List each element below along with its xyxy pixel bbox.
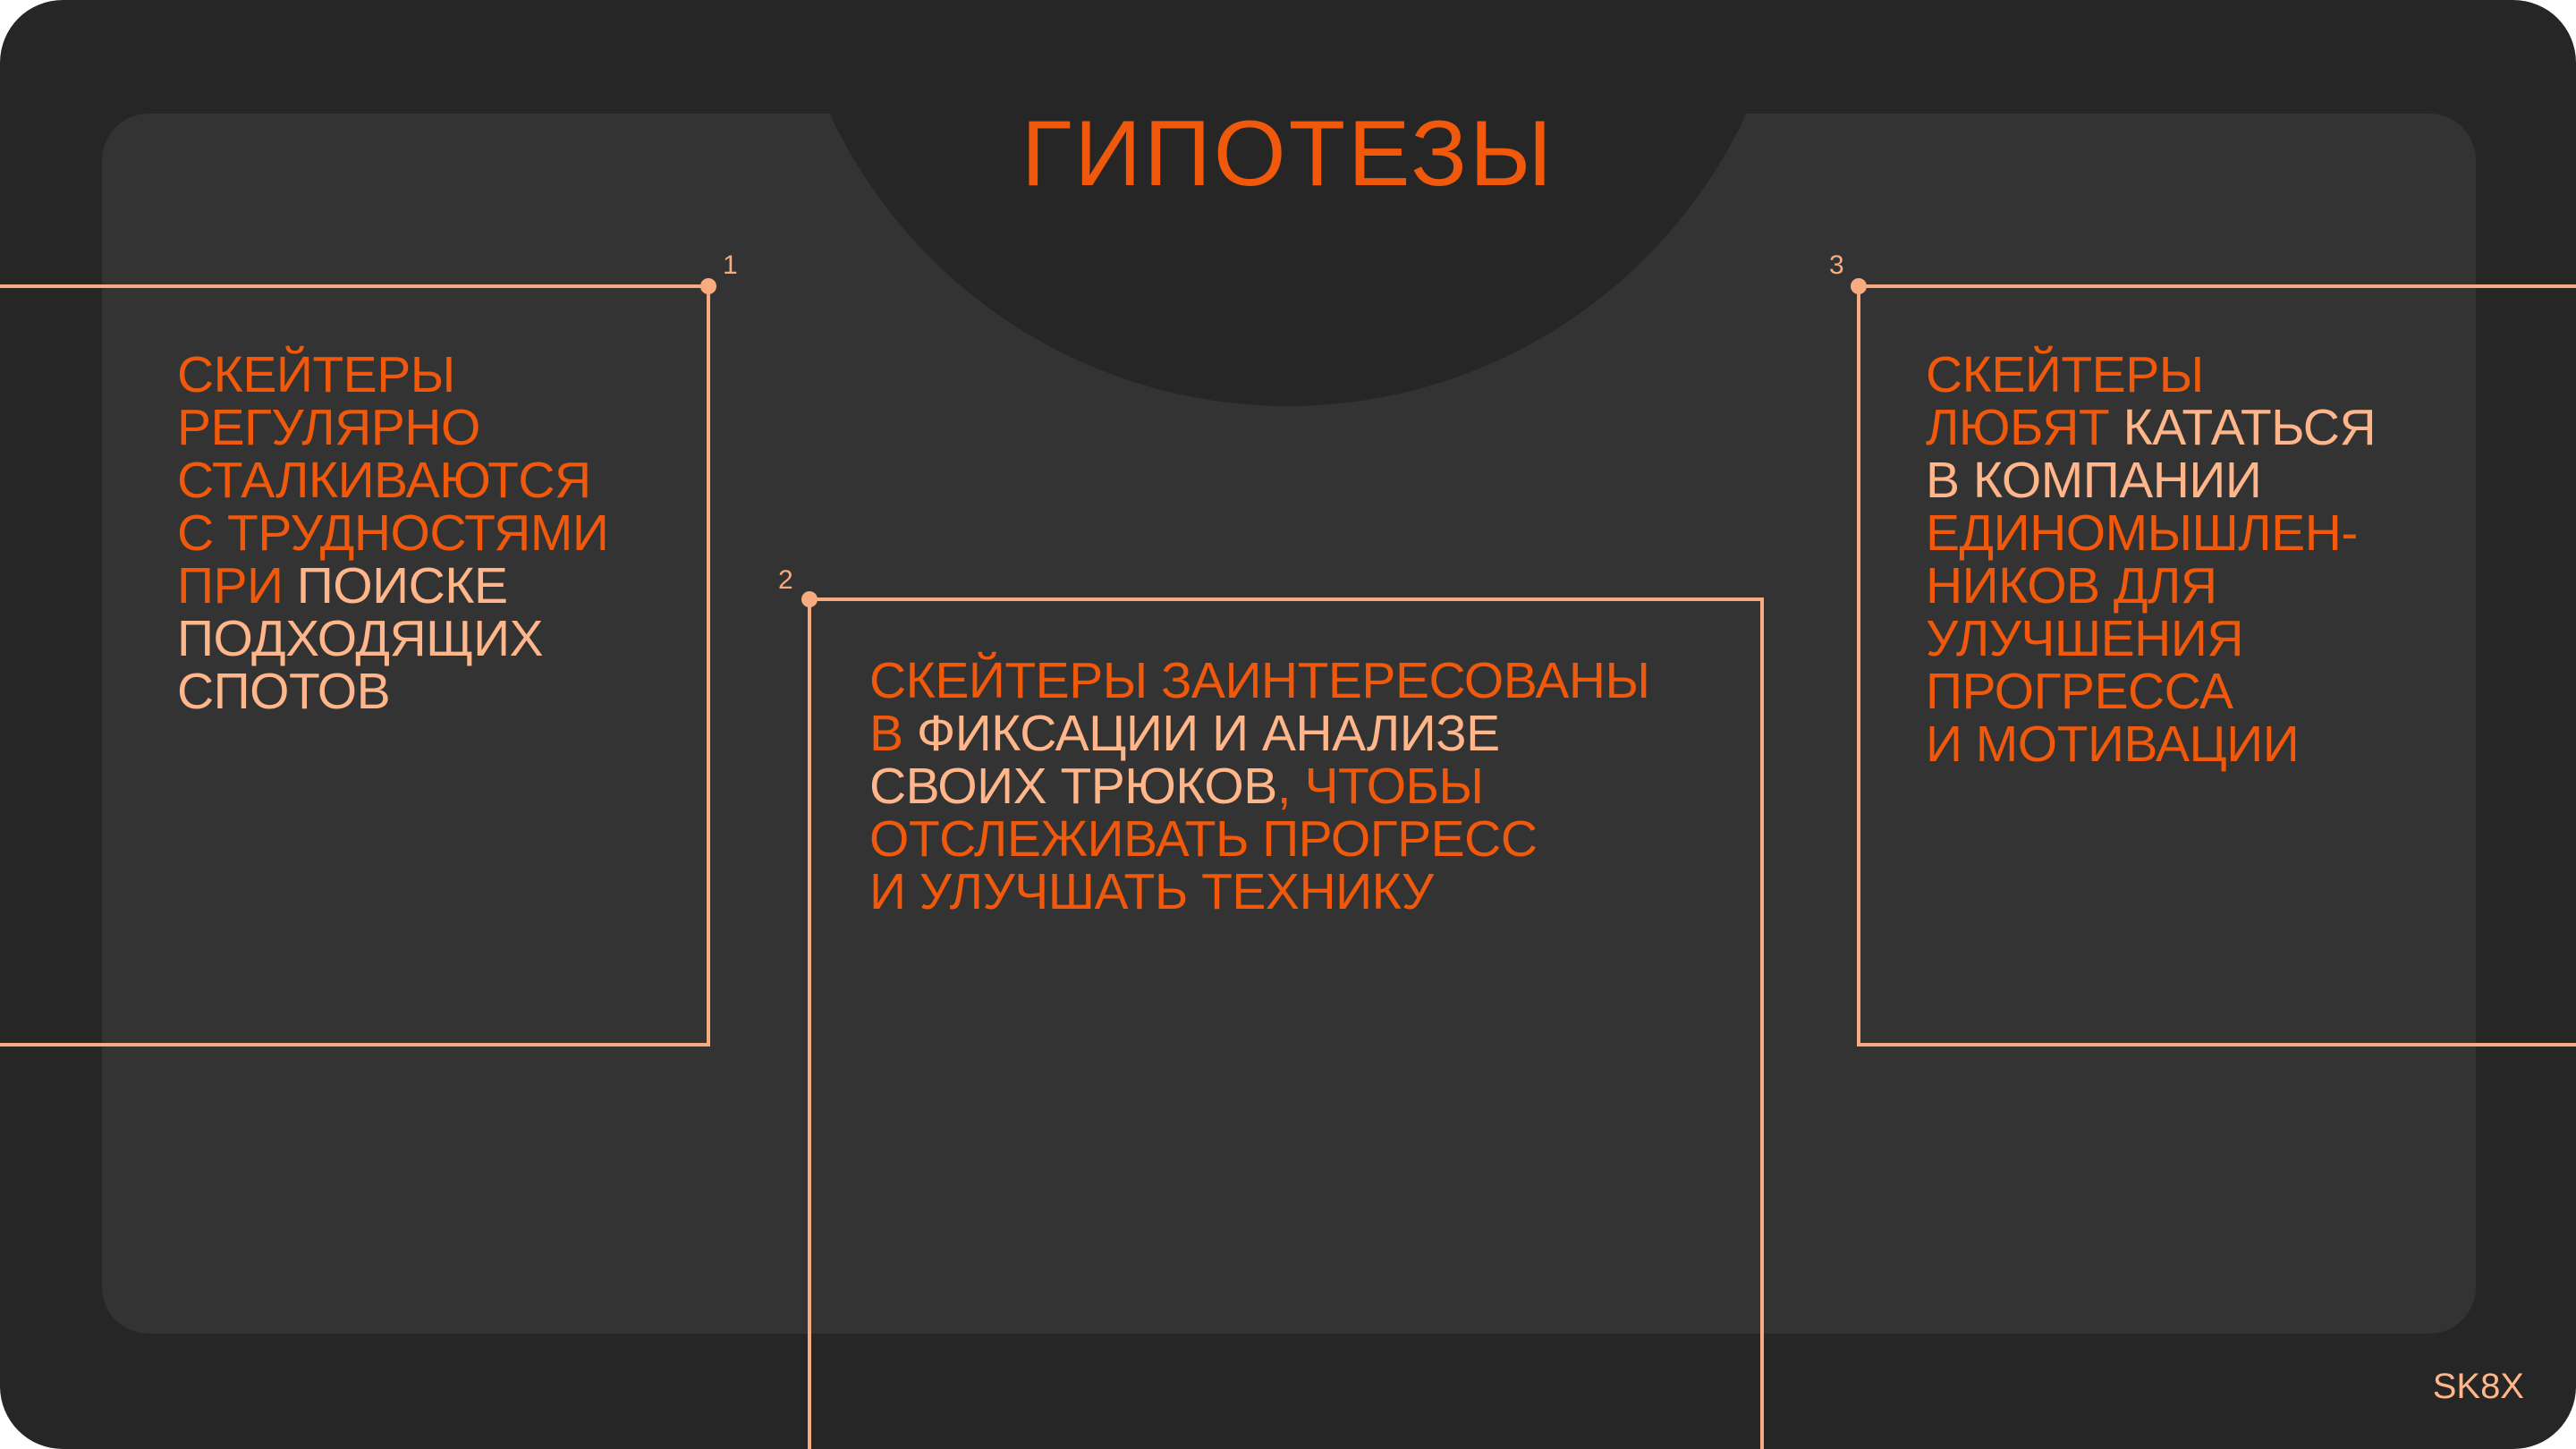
accent-text: И УЛУЧШАТЬ ТЕХНИКУ bbox=[869, 863, 1434, 920]
card-2-left-line bbox=[808, 597, 811, 1449]
text-line: ПРИ ПОИСКЕ bbox=[177, 560, 608, 613]
text-line: СТАЛКИВАЮТСЯ bbox=[177, 454, 608, 507]
card-2-right-line bbox=[1760, 597, 1764, 1449]
accent-text: В bbox=[869, 705, 917, 762]
text-line: СКЕЙТЕРЫ bbox=[177, 349, 608, 402]
card-3-left-line bbox=[1857, 284, 1860, 1046]
highlight-text: КАТАТЬСЯ bbox=[2123, 399, 2377, 456]
accent-text: ОТСЛЕЖИВАТЬ ПРОГРЕСС bbox=[869, 810, 1538, 868]
text-line: СКЕЙТЕРЫ bbox=[1926, 349, 2376, 402]
text-line: ПОДХОДЯЩИХ bbox=[177, 613, 608, 665]
card-1-right-line bbox=[707, 284, 710, 1046]
text-line: СВОИХ ТРЮКОВ, ЧТОБЫ bbox=[869, 760, 1649, 813]
text-line: УЛУЧШЕНИЯ bbox=[1926, 613, 2376, 665]
card-3-number: 3 bbox=[1829, 250, 1844, 280]
card-2-anchor-dot bbox=[801, 591, 818, 607]
text-line: И МОТИВАЦИИ bbox=[1926, 718, 2376, 771]
accent-text: УЛУЧШЕНИЯ bbox=[1926, 610, 2243, 667]
accent-text: ПРИ bbox=[177, 557, 297, 614]
card-3-top-line bbox=[1857, 284, 2576, 288]
accent-text: СКЕЙТЕРЫ bbox=[1926, 346, 2204, 403]
accent-text: , ЧТОБЫ bbox=[1276, 758, 1484, 815]
text-line: ЕДИНОМЫШЛЕН- bbox=[1926, 507, 2376, 560]
card-2-top-line bbox=[808, 597, 1764, 601]
accent-text: НИКОВ ДЛЯ bbox=[1926, 557, 2217, 614]
card-3-bottom-line bbox=[1857, 1043, 2576, 1046]
accent-text: ПРОГРЕССА bbox=[1926, 663, 2233, 720]
page-title: ГИПОТЕЗЫ bbox=[1021, 102, 1555, 206]
brand-logo: SK8X bbox=[2432, 1367, 2524, 1406]
text-line: ПРОГРЕССА bbox=[1926, 665, 2376, 718]
card-1-bottom-line bbox=[0, 1043, 710, 1046]
highlight-text: В КОМПАНИИ bbox=[1926, 452, 2262, 509]
text-line: С ТРУДНОСТЯМИ bbox=[177, 504, 609, 562]
card-2-number: 2 bbox=[778, 565, 793, 595]
text-line: РЕГУЛЯРНО bbox=[177, 402, 608, 454]
text-line: ОТСЛЕЖИВАТЬ ПРОГРЕСС bbox=[869, 813, 1649, 866]
accent-text: СКЕЙТЕРЫ ЗАИНТЕРЕСОВАНЫ bbox=[869, 652, 1650, 709]
highlight-text: СПОТОВ bbox=[177, 663, 391, 720]
accent-text: СТАЛКИВАЮТСЯ bbox=[177, 452, 591, 509]
highlight-text: ПОДХОДЯЩИХ bbox=[177, 610, 544, 667]
accent-text: ЛЮБЯТ bbox=[1926, 399, 2123, 456]
card-1-number: 1 bbox=[723, 250, 738, 280]
text-line: СПОТОВ bbox=[177, 665, 608, 718]
text-line: В ФИКСАЦИИ И АНАЛИЗЕ bbox=[869, 708, 1649, 760]
card-1-top-line bbox=[0, 284, 710, 288]
accent-text: РЕГУЛЯРНО bbox=[177, 399, 480, 456]
accent-text: СКЕЙТЕРЫ bbox=[177, 346, 455, 403]
text-line: В КОМПАНИИ bbox=[1926, 454, 2376, 507]
highlight-text: ФИКСАЦИИ И АНАЛИЗЕ bbox=[916, 705, 1500, 762]
accent-text: И МОТИВАЦИИ bbox=[1926, 716, 2300, 773]
text-line: ЛЮБЯТ КАТАТЬСЯ bbox=[1926, 399, 2377, 456]
highlight-text: ПОИСКЕ bbox=[296, 557, 508, 614]
accent-text: С ТРУДНОСТЯМИ bbox=[177, 504, 609, 562]
card-1-anchor-dot bbox=[700, 278, 716, 294]
card-3-anchor-dot bbox=[1851, 278, 1867, 294]
text-line: СКЕЙТЕРЫ ЗАИНТЕРЕСОВАНЫ bbox=[869, 652, 1650, 709]
text-line: НИКОВ ДЛЯ bbox=[1926, 560, 2376, 613]
highlight-text: СВОИХ ТРЮКОВ bbox=[869, 758, 1277, 815]
accent-text: ЕДИНОМЫШЛЕН- bbox=[1926, 504, 2358, 562]
text-line: И УЛУЧШАТЬ ТЕХНИКУ bbox=[869, 866, 1649, 919]
